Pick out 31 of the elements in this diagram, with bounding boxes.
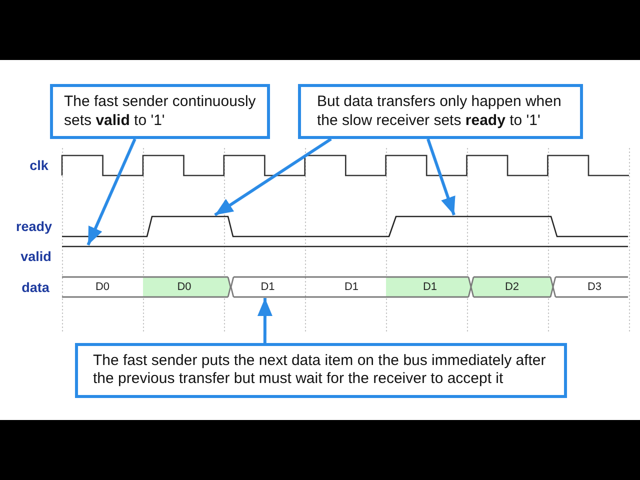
bus-segment (230, 276, 305, 298)
arrow (86, 138, 136, 246)
callout-text: The fast sender continuously sets valid to '1' (64, 92, 257, 130)
arrow (214, 138, 332, 216)
arrow (257, 298, 272, 343)
callout-box (50, 84, 270, 139)
ready-pulse (389, 215, 557, 238)
signal-name: clk (30, 158, 48, 174)
bus-segment (471, 276, 553, 298)
bus-segment (305, 276, 386, 298)
callout-text: But data transfers only happen when the slow receiver sets ready to '1' (317, 92, 562, 130)
signal-name: valid (20, 249, 52, 265)
callout-box (75, 343, 567, 398)
data-value: D0 (177, 280, 192, 294)
bus-segment (143, 276, 230, 298)
valid-waveform (62, 245, 629, 248)
data-value: D0 (95, 280, 110, 294)
ready-pulse (147, 215, 233, 238)
callout-box (298, 84, 583, 139)
bus-segment (386, 276, 471, 298)
data-value: D1 (422, 280, 438, 294)
data-value: D3 (587, 280, 602, 294)
arrow (426, 138, 456, 216)
signal-name: data (22, 280, 50, 296)
data-value: D1 (344, 280, 359, 294)
bus-segment (62, 276, 143, 298)
data-value: D2 (504, 280, 520, 294)
callout-text: The fast sender puts the next data item on the bus immediately after the previous transfer but must wait for the receiver to accept it (93, 352, 547, 388)
signal-name: ready (16, 219, 52, 235)
bus-segment (553, 276, 628, 298)
data-value: D1 (260, 280, 275, 294)
